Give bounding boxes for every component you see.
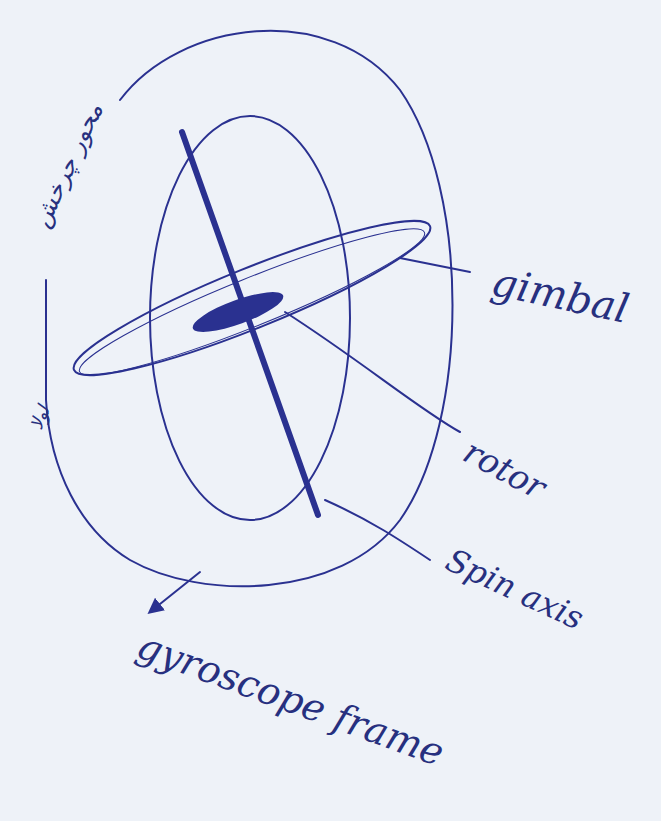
rotor-disc	[189, 284, 287, 339]
frame-arrow	[150, 572, 200, 612]
rotor-label: rotor	[458, 433, 552, 507]
axis-label: محور چرخش	[28, 99, 108, 231]
gyroscope-frame	[46, 31, 453, 587]
hinge-label: لولا	[26, 403, 53, 433]
gimbal-leader	[400, 258, 470, 272]
gimbal-ring	[63, 198, 442, 397]
gimbal-ring-inner	[71, 210, 434, 394]
spin-axis-label: Spin axis	[441, 543, 589, 637]
spin-axis-leader	[325, 500, 430, 560]
spin-axis	[182, 132, 318, 515]
frame-label: gyroscope frame	[131, 625, 449, 775]
inner-ring	[150, 116, 350, 520]
rotor-leader	[285, 312, 460, 432]
gimbal-label: gimbal	[488, 259, 633, 331]
